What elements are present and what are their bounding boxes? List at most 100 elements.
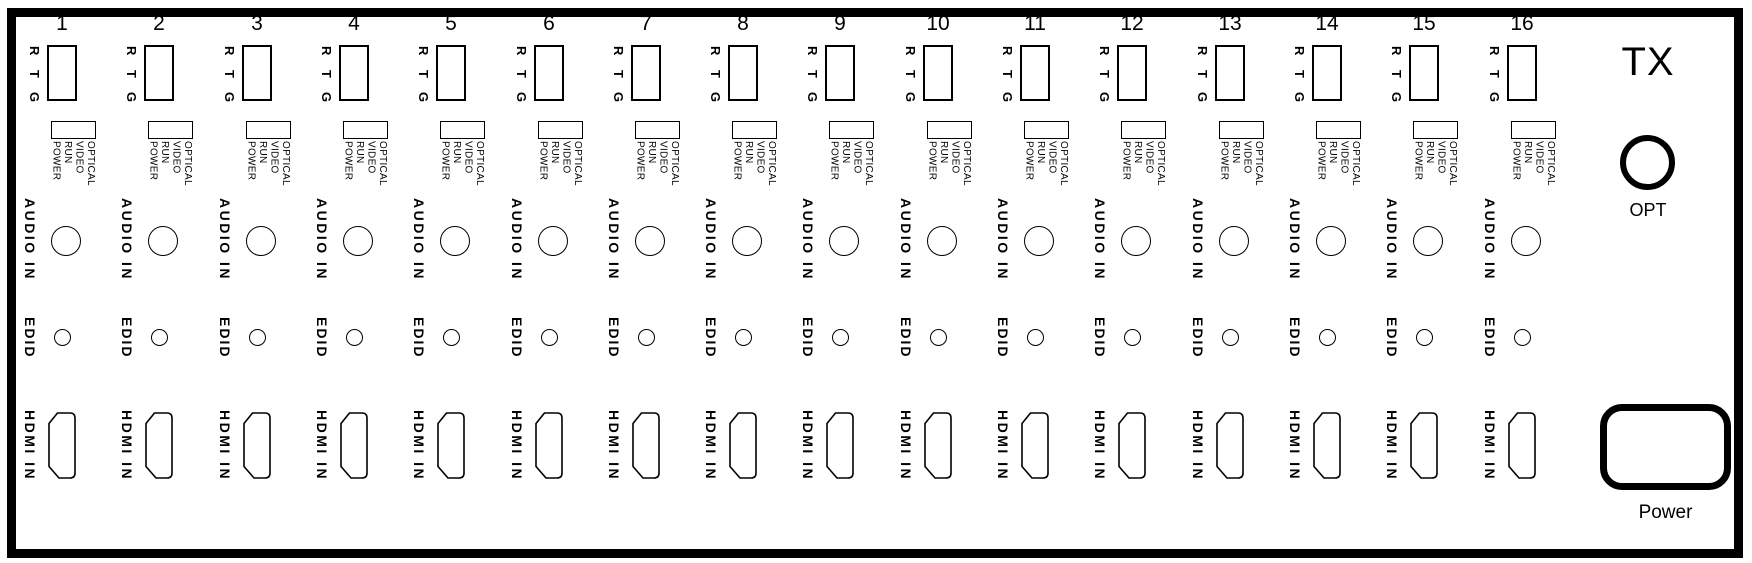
edid-button-icon — [1027, 329, 1044, 346]
led-label-optical: OPTICAL — [1155, 141, 1166, 186]
channel-number: 4 — [348, 12, 360, 35]
led-label-video: VIDEO — [754, 141, 766, 174]
hdmi-port-icon — [1118, 412, 1146, 479]
rtg-letter: R — [222, 46, 237, 56]
rtg-pin-labels: R T G — [902, 46, 918, 102]
edid-label: EDID — [703, 317, 719, 359]
hdmi-port-icon — [826, 412, 854, 479]
audio-in-jack-icon — [1121, 226, 1151, 256]
audio-in-jack-icon — [1024, 226, 1054, 256]
rtg-letter: R — [124, 46, 139, 56]
rtg-terminal-block-icon — [1312, 45, 1342, 101]
edid-label: EDID — [800, 317, 816, 359]
edid-label: EDID — [1482, 317, 1498, 359]
rtg-pin-labels: R T G — [707, 46, 723, 102]
edid-button-icon — [541, 329, 558, 346]
rtg-letter: R — [1487, 46, 1502, 56]
led-label-power: POWER — [342, 141, 354, 181]
rtg-letter: T — [1389, 69, 1404, 78]
hdmi-port-icon — [1508, 412, 1536, 479]
led-label-run: RUN — [549, 141, 560, 164]
channel-number: 7 — [640, 12, 652, 35]
channel-column: 10 R T G POWER RUN VIDEO OPTICAL AUDIO I… — [890, 0, 986, 563]
led-label-video: VIDEO — [365, 141, 377, 174]
led-label-power: POWER — [245, 141, 257, 181]
led-labels: POWER RUN VIDEO OPTICAL — [1218, 141, 1266, 186]
channel-column: 16 R T G POWER RUN VIDEO OPTICAL AUDIO I… — [1474, 0, 1570, 563]
led-label-run: RUN — [159, 141, 170, 164]
audio-in-jack-icon — [1316, 226, 1346, 256]
opt-label: OPT — [1629, 200, 1667, 220]
audio-in-jack-icon — [246, 226, 276, 256]
rtg-letter: T — [319, 69, 334, 78]
hdmi-port-icon — [535, 412, 563, 479]
led-label-run: RUN — [451, 141, 462, 164]
audio-in-jack-icon — [1413, 226, 1443, 256]
led-label-optical: OPTICAL — [669, 141, 680, 186]
hdmi-in-label: HDMI IN — [314, 410, 330, 482]
audio-in-label: AUDIO IN — [1092, 198, 1108, 281]
edid-label: EDID — [995, 317, 1011, 359]
led-label-video: VIDEO — [1046, 141, 1058, 174]
led-label-run: RUN — [1230, 141, 1241, 164]
edid-label: EDID — [314, 317, 330, 359]
led-label-run: RUN — [840, 141, 851, 164]
edid-button-icon — [1319, 329, 1336, 346]
rtg-letter: G — [514, 91, 529, 102]
hdmi-in-label: HDMI IN — [995, 410, 1011, 482]
led-labels: POWER RUN VIDEO OPTICAL — [1120, 141, 1168, 186]
led-label-run: RUN — [646, 141, 657, 164]
edid-label: EDID — [898, 317, 914, 359]
led-label-run: RUN — [257, 141, 268, 164]
rtg-terminal-block-icon — [825, 45, 855, 101]
channel-number: 6 — [543, 12, 555, 35]
rtg-letter: G — [1097, 91, 1112, 102]
audio-in-label: AUDIO IN — [411, 198, 427, 281]
rtg-letter: T — [1097, 69, 1112, 78]
status-led-window-icon — [1121, 121, 1166, 139]
rtg-letter: G — [805, 91, 820, 102]
rtg-letter: G — [1195, 91, 1210, 102]
channel-number: 15 — [1412, 12, 1436, 35]
led-label-optical: OPTICAL — [863, 141, 874, 186]
channel-column: 13 R T G POWER RUN VIDEO OPTICAL AUDIO I… — [1182, 0, 1278, 563]
rtg-letter: T — [805, 69, 820, 78]
rtg-pin-labels: R T G — [513, 46, 529, 102]
audio-in-label: AUDIO IN — [509, 198, 525, 281]
hdmi-port-icon — [1410, 412, 1438, 479]
audio-in-label: AUDIO IN — [22, 198, 38, 281]
led-label-run: RUN — [1522, 141, 1533, 164]
rtg-letter: T — [611, 69, 626, 78]
rtg-pin-labels: R T G — [1194, 46, 1210, 102]
rtg-letter: R — [1389, 46, 1404, 56]
rtg-pin-labels: R T G — [610, 46, 626, 102]
led-label-video: VIDEO — [851, 141, 863, 174]
rtg-terminal-block-icon — [1020, 45, 1050, 101]
edid-button-icon — [735, 329, 752, 346]
edid-button-icon — [151, 329, 168, 346]
status-led-window-icon — [732, 121, 777, 139]
led-labels: POWER RUN VIDEO OPTICAL — [1315, 141, 1363, 186]
led-label-run: RUN — [1424, 141, 1435, 164]
led-label-optical: OPTICAL — [85, 141, 96, 186]
audio-in-jack-icon — [148, 226, 178, 256]
rtg-letter: T — [1000, 69, 1015, 78]
led-label-power: POWER — [926, 141, 938, 181]
edid-button-icon — [346, 329, 363, 346]
hdmi-port-icon — [437, 412, 465, 479]
hdmi-in-label: HDMI IN — [217, 410, 233, 482]
led-labels: POWER RUN VIDEO OPTICAL — [926, 141, 974, 186]
led-label-video: VIDEO — [462, 141, 474, 174]
led-labels: POWER RUN VIDEO OPTICAL — [1510, 141, 1558, 186]
channel-column: 9 R T G POWER RUN VIDEO OPTICAL AUDIO IN… — [792, 0, 888, 563]
status-led-window-icon — [829, 121, 874, 139]
rtg-letter: R — [416, 46, 431, 56]
hdmi-in-label: HDMI IN — [1287, 410, 1303, 482]
audio-in-label: AUDIO IN — [995, 198, 1011, 281]
hdmi-in-label: HDMI IN — [800, 410, 816, 482]
channel-number: 13 — [1218, 12, 1242, 35]
rtg-letter: G — [416, 91, 431, 102]
hdmi-in-label: HDMI IN — [1190, 410, 1206, 482]
status-led-window-icon — [635, 121, 680, 139]
